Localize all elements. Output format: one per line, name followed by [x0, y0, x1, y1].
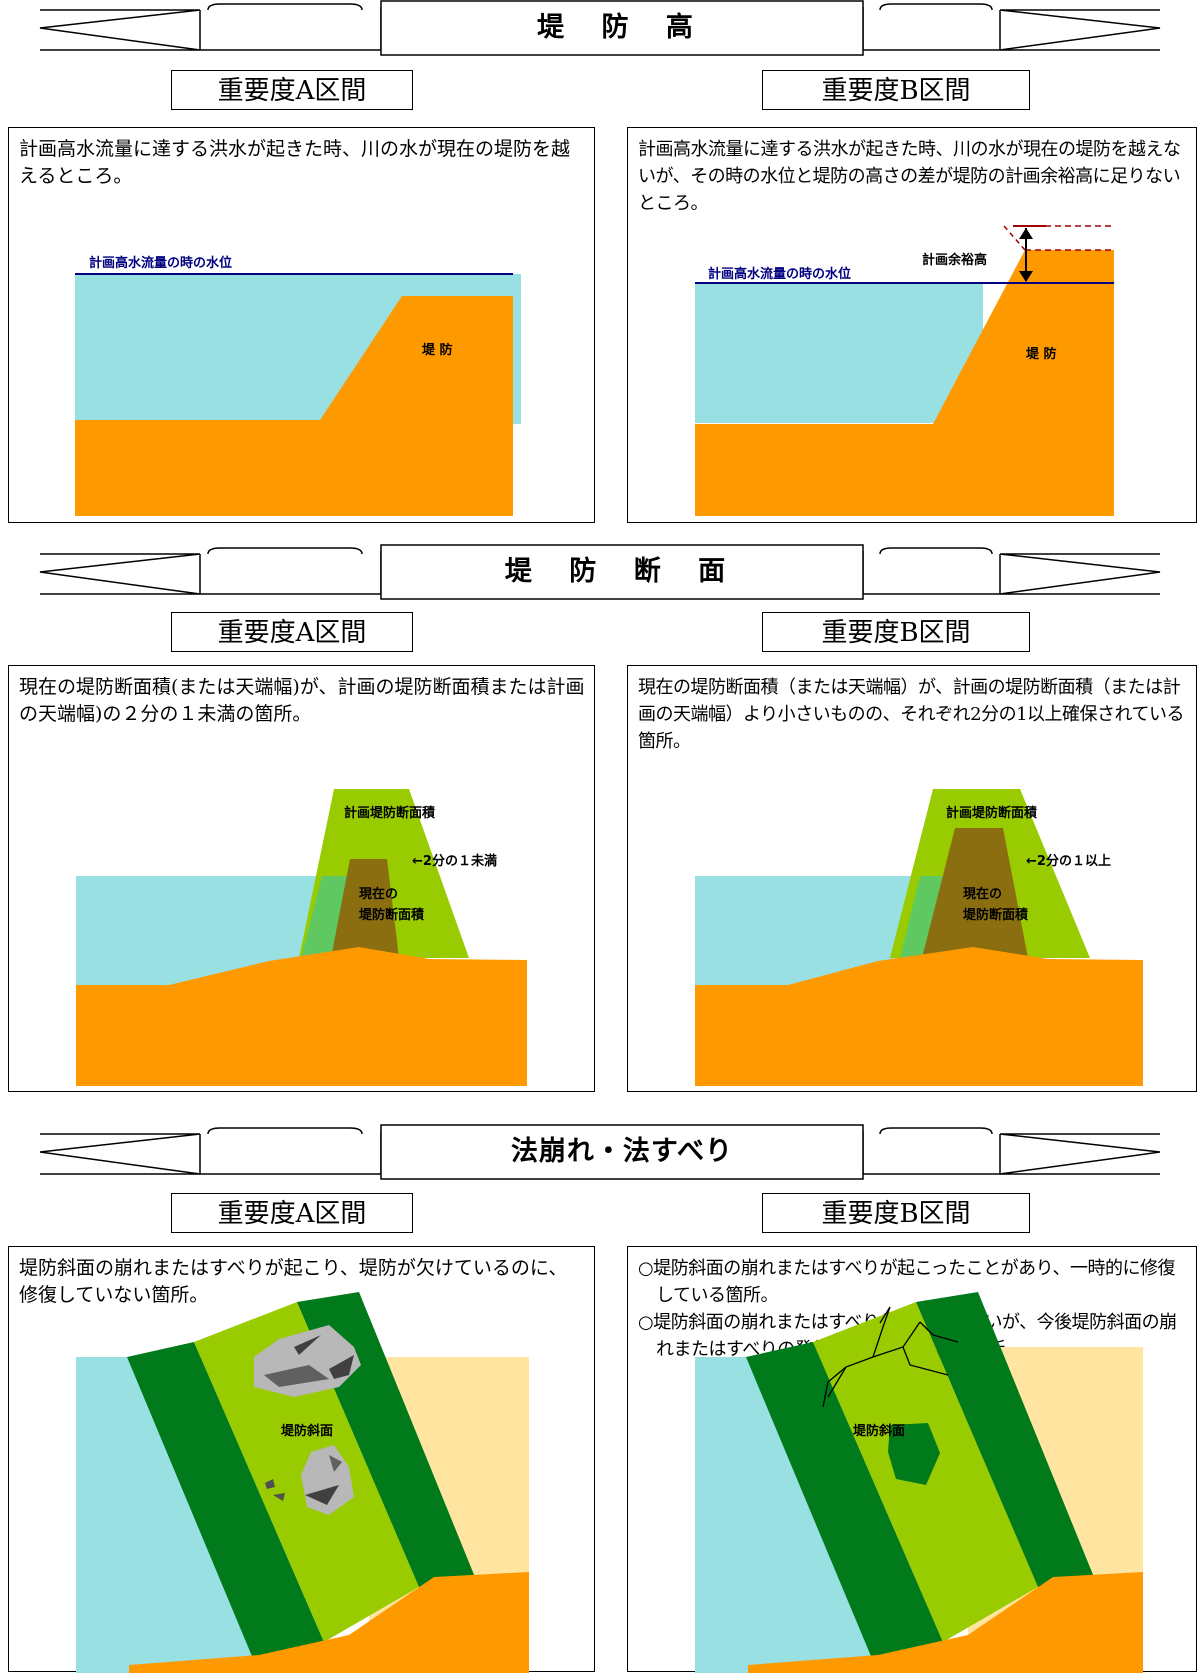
description-item-1: ○堤防斜面の崩れまたはすべりが起こったことがあり、一時的に修復している箇所。 — [638, 1258, 1175, 1306]
ground — [748, 1572, 1143, 1673]
slope-band-lower — [746, 1342, 943, 1673]
freeboard-label: 計画余裕高 — [922, 252, 987, 268]
current-levee — [922, 828, 1028, 958]
slope-label: 堤防斜面 — [281, 1423, 333, 1439]
levee-section-diagram-b: 計画堤防断面積 ←2分の１以上 現在の 堤防断面積 — [695, 789, 1143, 1086]
grade-a-label: 重要度A区間 — [171, 612, 413, 652]
planned-label: 計画堤防断面積 — [344, 805, 436, 821]
panel-section-b: 現在の堤防断面積（または天端幅）が、計画の堤防断面積（または計画の天端幅）より小… — [627, 665, 1197, 1092]
ratio-label: ←2分の１以上 — [1026, 853, 1111, 869]
description: 現在の堤防断面積(または天端幅)が、計画の堤防断面積または計画の天端幅)の２分の… — [19, 676, 585, 725]
ground — [75, 296, 513, 516]
grade-a-label: 重要度A区間 — [171, 70, 413, 110]
panel-height-b: 計画高水流量に達する洪水が起きた時、川の水が現在の堤防を越えないが、その時の水位… — [627, 127, 1197, 523]
arrow-head-up — [1019, 228, 1033, 239]
ground — [695, 947, 1143, 1086]
levee-label: 堤 防 — [422, 342, 453, 358]
ground — [695, 250, 1114, 516]
rock-upper-shadow-1 — [294, 1335, 321, 1355]
levee-height-diagram-b: 計画高水流量の時の水位 計画余裕高 堤 防 — [695, 225, 1114, 516]
grade-a-label: 重要度A区間 — [171, 1193, 413, 1233]
panel-section-a: 現在の堤防断面積(または天端幅)が、計画の堤防断面積または計画の天端幅)の２分の… — [8, 665, 595, 1092]
slope-failure-diagram-b: 堤防斜面 — [695, 1292, 1143, 1673]
current-label-line2: 堤防断面積 — [359, 907, 425, 923]
section-title: 法崩れ・法すべり — [510, 1136, 734, 1167]
levee-label: 堤 防 — [1026, 346, 1057, 362]
debris-2 — [273, 1493, 285, 1501]
grade-b-label: 重要度B区間 — [762, 1193, 1030, 1233]
crack-lines — [822, 1306, 959, 1408]
panel-height-a: 計画高水流量に達する洪水が起きた時、川の水が現在の堤防を越えるところ。 計画高水… — [8, 127, 595, 523]
ground — [76, 947, 527, 1086]
rock-upper-shadow-2 — [264, 1365, 329, 1387]
description: 現在の堤防断面積（または天端幅）が、計画の堤防断面積（または計画の天端幅）より小… — [638, 677, 1185, 752]
water-area — [695, 283, 983, 423]
slope-label: 堤防斜面 — [853, 1423, 905, 1439]
levee-height-diagram-a: 計画高水流量の時の水位 堤 防 — [75, 255, 521, 516]
ground — [129, 1572, 529, 1673]
rock-lower-shadow-2 — [329, 1455, 342, 1472]
current-label-line2: 堤防断面積 — [963, 907, 1029, 923]
grade-b-label: 重要度B区間 — [762, 70, 1030, 110]
levee-section-diagram-a: 計画堤防断面積 ←2分の１未満 現在の 堤防断面積 — [76, 789, 527, 1086]
current-levee — [331, 859, 399, 958]
slope-band-lower — [127, 1342, 324, 1673]
description: 計画高水流量に達する洪水が起きた時、川の水が現在の堤防を越えないが、その時の水位… — [638, 139, 1181, 214]
section-banner-slope-failure: 法崩れ・法すべり — [0, 1124, 1202, 1182]
slope-failure-diagram-a: 堤防斜面 — [76, 1292, 529, 1673]
section-title: 堤 防 高 — [537, 12, 707, 43]
debris-1 — [265, 1479, 275, 1489]
repair-patch — [888, 1423, 940, 1485]
current-label-line1: 現在の — [359, 886, 398, 902]
section-title: 堤 防 断 面 — [504, 556, 740, 587]
section-banner-cross-section: 堤 防 断 面 — [0, 544, 1202, 602]
description: 堤防斜面の崩れまたはすべりが起こり、堤防が欠けているのに、修復していない箇所。 — [19, 1257, 568, 1306]
panel-slope-a: 堤防斜面の崩れまたはすべりが起こり、堤防が欠けているのに、修復していない箇所。 … — [8, 1246, 595, 1673]
panel-slope-b: ○堤防斜面の崩れまたはすべりが起こったことがあり、一時的に修復している箇所。 ○… — [627, 1246, 1197, 1673]
ratio-label: ←2分の１未満 — [412, 853, 497, 869]
current-label-line1: 現在の — [963, 886, 1002, 902]
grade-b-label: 重要度B区間 — [762, 612, 1030, 652]
rock-upper-shadow-3 — [329, 1355, 354, 1379]
water-level-label: 計画高水流量の時の水位 — [708, 266, 851, 282]
slope-band-upper — [916, 1292, 1098, 1587]
water-level-label: 計画高水流量の時の水位 — [89, 255, 232, 271]
arrow-head-down — [1019, 271, 1033, 282]
rock-lower-shadow — [305, 1485, 339, 1505]
planned-label: 計画堤防断面積 — [946, 805, 1038, 821]
description: 計画高水流量に達する洪水が起きた時、川の水が現在の堤防を越えるところ。 — [19, 138, 571, 187]
section-banner-height: 堤 防 高 — [0, 0, 1202, 58]
